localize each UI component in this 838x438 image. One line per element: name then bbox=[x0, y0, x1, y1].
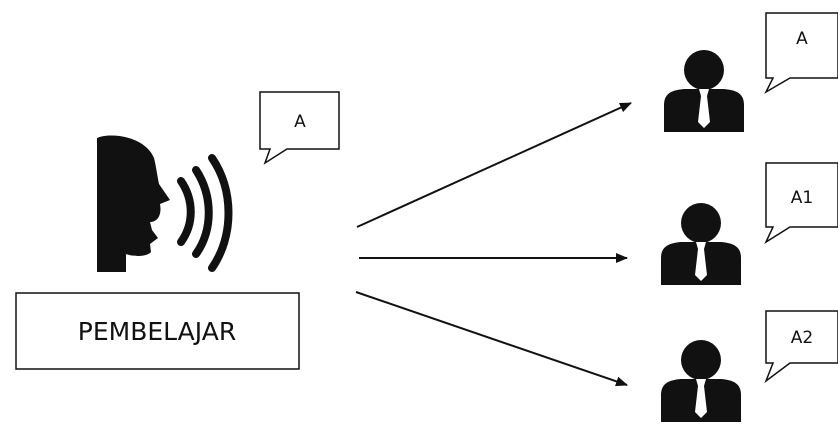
listener-1: A bbox=[664, 12, 838, 132]
arrows bbox=[355, 102, 632, 387]
person-with-tie-icon bbox=[661, 340, 741, 422]
listener-2-speech-bubble: A1 bbox=[764, 162, 838, 244]
speaker-speech-bubble: A bbox=[259, 91, 340, 165]
person-with-tie-icon bbox=[664, 50, 744, 132]
listener-2-bubble-text: A1 bbox=[791, 188, 813, 208]
person-with-tie-icon bbox=[661, 203, 741, 285]
speaking-head-icon bbox=[97, 135, 170, 272]
arrow-to-listener-3 bbox=[355, 291, 628, 387]
sound-waves-icon bbox=[177, 154, 233, 272]
pembelajar-label-box: PEMBELAJAR bbox=[15, 292, 300, 370]
pembelajar-label: PEMBELAJAR bbox=[78, 317, 236, 346]
arrow-to-listener-1 bbox=[356, 102, 632, 228]
listener-2: A1 bbox=[661, 162, 838, 285]
listener-3-bubble-text: A2 bbox=[791, 328, 813, 348]
listener-3-speech-bubble: A2 bbox=[764, 310, 838, 384]
listener-3: A2 bbox=[661, 310, 838, 422]
listener-1-speech-bubble: A bbox=[764, 12, 838, 94]
speaker-bubble-text: A bbox=[294, 112, 306, 132]
listener-1-bubble-text: A bbox=[796, 29, 808, 49]
